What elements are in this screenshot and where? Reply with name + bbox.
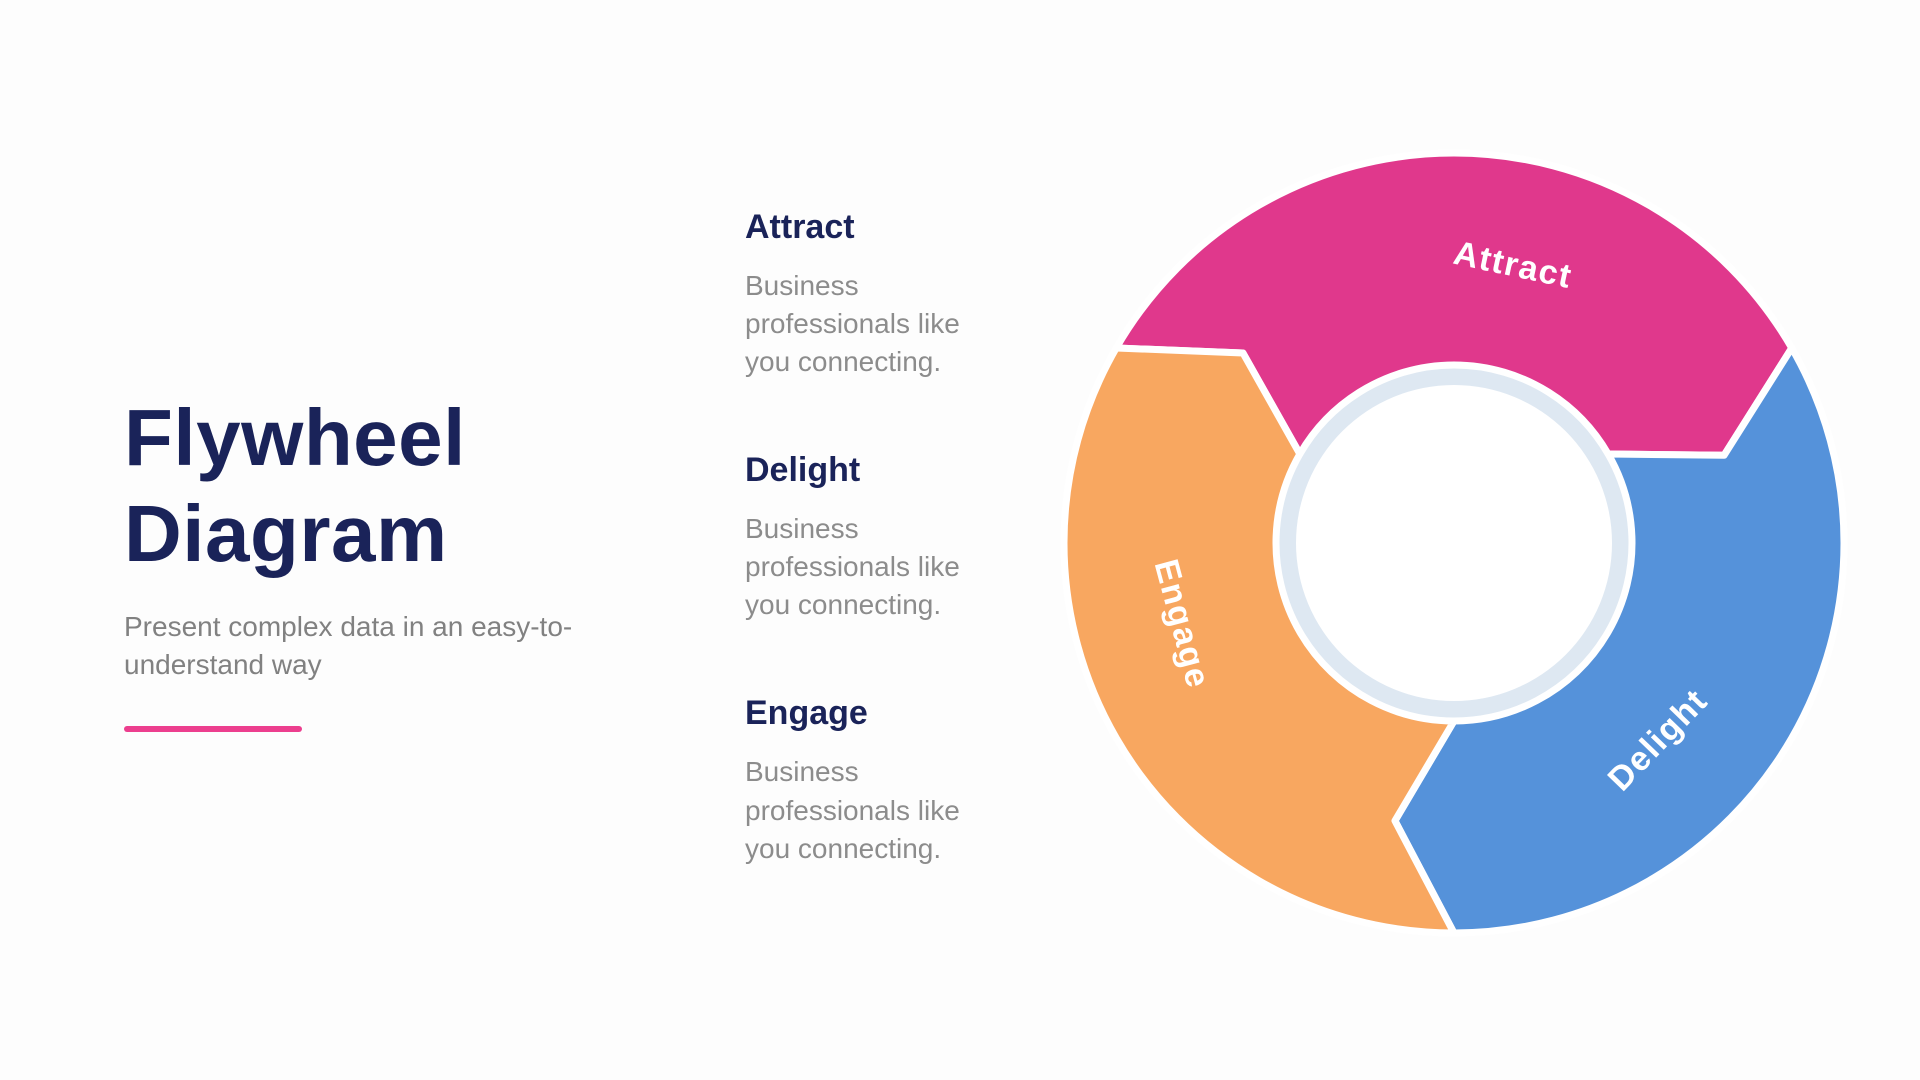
legend-body-attract: Business professionals like you connecti…: [745, 270, 960, 378]
legend-item-engage: Engage Business professionals like you c…: [745, 694, 1015, 867]
segment-delight: [1391, 344, 1848, 937]
legend-heading-attract: Attract: [745, 208, 855, 246]
flywheel-svg: Attract Delight Engage: [1060, 149, 1848, 937]
flywheel-diagram: Attract Delight Engage: [1044, 133, 1864, 953]
segment-engage: [1060, 344, 1458, 937]
legend-section: Attract Business professionals like you …: [745, 208, 1015, 868]
segment-attract: [1112, 149, 1796, 459]
title-line-2: Diagram: [124, 489, 448, 578]
legend-item-delight: Delight Business professionals like you …: [745, 451, 1015, 624]
accent-divider: [124, 726, 302, 733]
legend-heading-delight: Delight: [745, 451, 861, 490]
legend-body-engage: Business professionals like you connecti…: [745, 756, 960, 864]
title-line-1: Flywheel: [124, 393, 466, 482]
flywheel-center: [1296, 385, 1612, 701]
legend-item-attract: Attract Business professionals like you …: [745, 208, 1015, 381]
legend-body-delight: Business professionals like you connecti…: [745, 513, 960, 621]
legend-heading-engage: Engage: [745, 694, 868, 733]
flywheel-segments: [1060, 149, 1848, 937]
page-subtitle: Present complex data in an easy-to-under…: [124, 611, 573, 681]
